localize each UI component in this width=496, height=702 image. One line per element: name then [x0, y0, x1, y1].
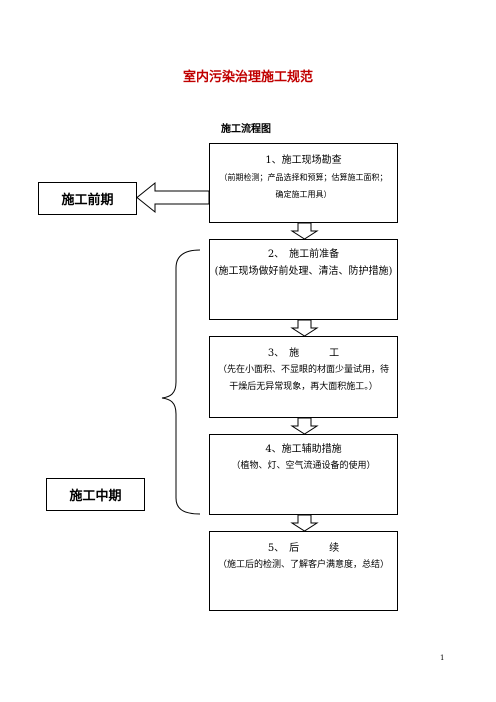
step-note: （前期检测；产品选择和预算；估算施工面积；确定施工用具）	[219, 173, 388, 199]
down-arrow-icon	[290, 514, 319, 532]
down-arrow-icon	[290, 222, 319, 240]
document-title: 室内污染治理施工规范	[182, 70, 313, 85]
flow-step-3: 3、 施 工 （先在小面积、不显眼的材面少量试用，待干燥后无异常现象，再大面积施…	[209, 336, 398, 418]
step-note: （先在小面积、不显眼的材面少量试用，待干燥后无异常现象，再大面积施工。）	[217, 365, 389, 392]
phase-early-label: 施工前期	[38, 182, 137, 215]
flow-step-2: 2、 施工前准备 (施工现场做好前处理、清洁、防护措施)	[209, 239, 398, 320]
phase-middle-label: 施工中期	[46, 478, 145, 511]
step-note: （施工后的检测、了解客户满意度，总结）	[218, 560, 390, 570]
page-number: 1	[440, 654, 445, 662]
step-heading: 1、施工现场勘查	[265, 155, 342, 166]
flowchart-title: 施工流程图	[221, 124, 271, 135]
step-note: (施工现场做好前处理、清洁、防护措施)	[214, 266, 393, 277]
flow-step-5: 5、 后 续 （施工后的检测、了解客户满意度，总结）	[209, 531, 398, 611]
flow-step-1: 1、施工现场勘查 （前期检测；产品选择和预算；估算施工面积；确定施工用具）	[209, 143, 398, 223]
step-heading: 3、 施 工	[267, 348, 340, 359]
step-note: （植物、灯、空气流通设备的使用）	[231, 461, 376, 471]
flow-step-4: 4、施工辅助措施 （植物、灯、空气流通设备的使用）	[209, 434, 398, 515]
step-heading: 5、 后 续	[267, 543, 340, 554]
down-arrow-icon	[290, 417, 319, 435]
left-arrow-icon	[136, 181, 210, 214]
step-heading: 2、 施工前准备	[267, 249, 340, 260]
brace-icon	[161, 249, 201, 515]
down-arrow-icon	[290, 319, 319, 337]
step-heading: 4、施工辅助措施	[265, 444, 342, 455]
